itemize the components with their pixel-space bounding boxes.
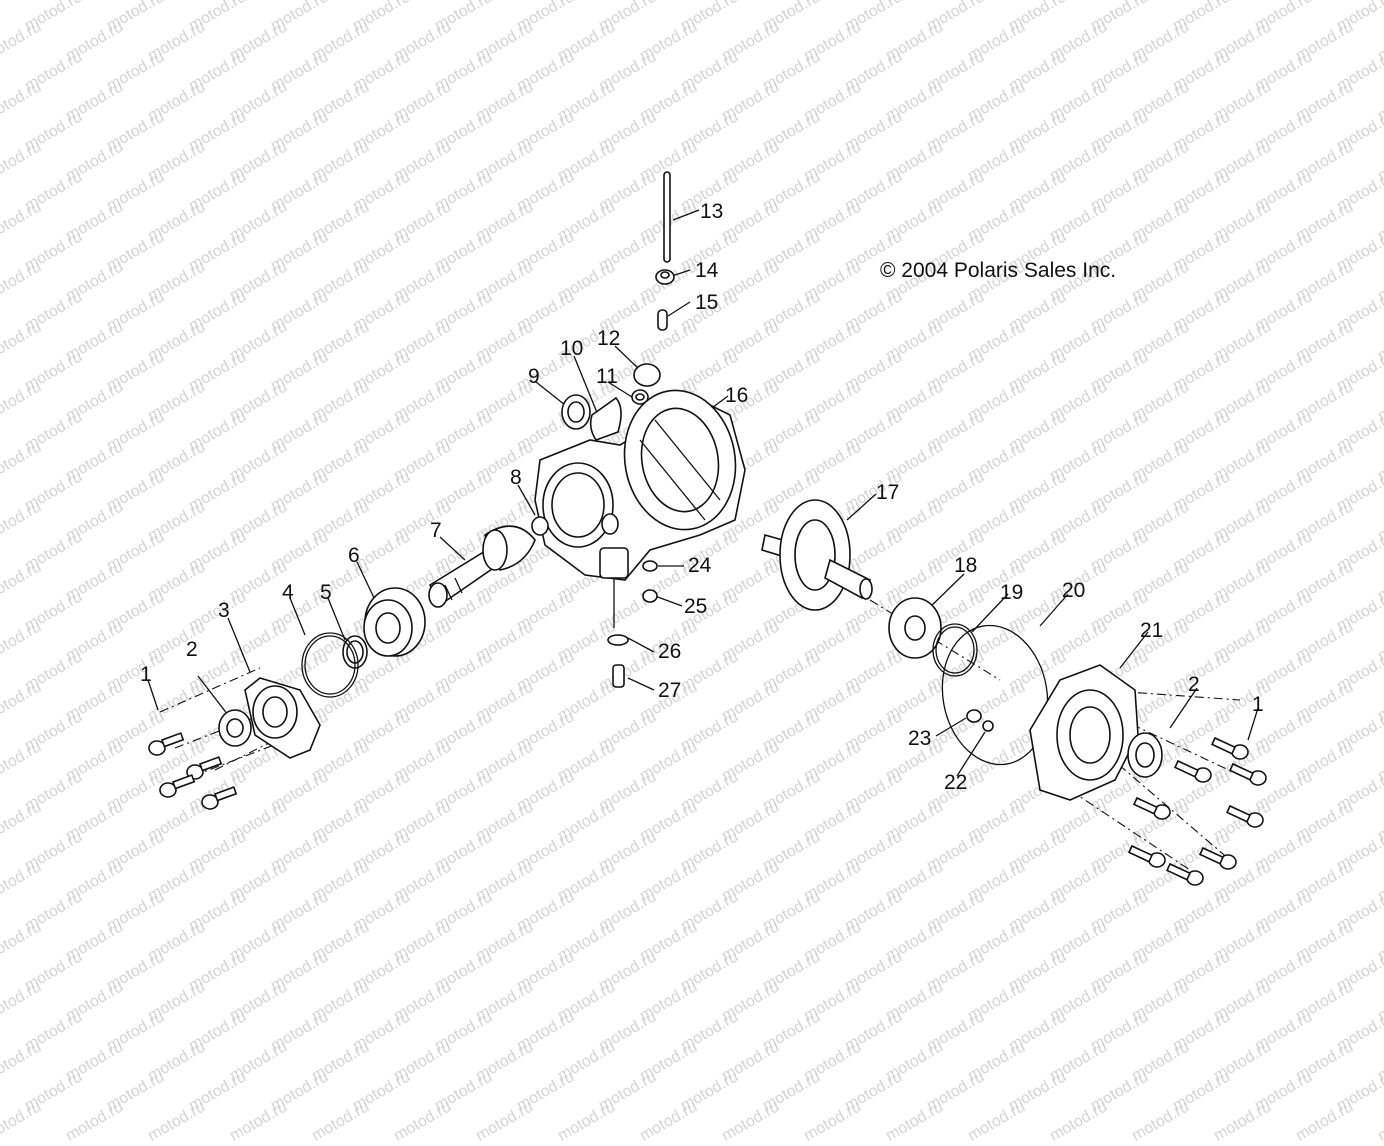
dipstick-rod — [663, 171, 671, 263]
watermark-text: motod.ru — [309, 1098, 373, 1145]
callout-24: 24 — [688, 554, 712, 577]
oil-seal — [561, 394, 622, 441]
breather-plug — [531, 516, 549, 536]
callout-14: 14 — [695, 259, 719, 282]
callout-1-left: 1 — [140, 663, 152, 686]
callout-10: 10 — [560, 337, 584, 360]
callout-13: 13 — [700, 200, 724, 223]
ball-bearing — [363, 587, 426, 657]
callout-4: 4 — [282, 581, 294, 604]
callout-22: 22 — [944, 771, 968, 794]
watermark-text: motod.ru — [0, 1098, 45, 1145]
watermark-text: motod.ru — [63, 1098, 127, 1145]
callout-27: 27 — [658, 679, 682, 702]
ring-gear-shaft — [761, 499, 873, 611]
callout-2-right: 2 — [1188, 673, 1200, 696]
callout-6: 6 — [348, 544, 360, 567]
pin-and-washer — [966, 709, 994, 732]
callout-5: 5 — [320, 581, 332, 604]
o-ring-cover — [941, 624, 1049, 766]
watermark-text: motod.ru — [555, 1098, 619, 1145]
o-ring-large — [301, 632, 359, 698]
callout-16: 16 — [725, 384, 749, 407]
watermark-text: motod.ru — [1375, 1098, 1384, 1145]
callout-11: 11 — [596, 365, 618, 388]
watermark-text: motod.ru — [637, 1098, 701, 1145]
callout-8: 8 — [510, 466, 522, 489]
watermark-text: motod.ru — [801, 1098, 865, 1145]
watermark-text: motod.ru — [227, 1098, 291, 1145]
bolts-right — [1127, 736, 1267, 886]
pinion-shaft — [428, 525, 536, 608]
gear-housing — [534, 389, 746, 581]
callout-18: 18 — [954, 554, 978, 577]
watermark-text: motod.ru — [1129, 1098, 1193, 1145]
callout-25: 25 — [684, 595, 708, 618]
seal-cap — [631, 363, 661, 405]
drain-parts — [607, 560, 658, 688]
watermark-text: motod.ru — [1293, 1098, 1357, 1145]
callout-20: 20 — [1062, 579, 1086, 602]
watermark-text: motod.ru — [1047, 1098, 1111, 1145]
callout-7: 7 — [430, 519, 442, 542]
watermark-text: motod.ru — [473, 1098, 537, 1145]
callout-19: 19 — [1000, 581, 1024, 604]
seal-left — [218, 709, 252, 747]
watermark-text: motod.ru — [883, 1098, 947, 1145]
watermark-text: motod.ru — [0, 1038, 45, 1085]
dowel-pin — [657, 309, 668, 331]
end-cover-right — [1029, 664, 1139, 801]
callout-21: 21 — [1140, 619, 1164, 642]
watermark-text: motod.ru — [391, 1098, 455, 1145]
nut-part — [655, 269, 675, 285]
thrust-washer — [888, 597, 942, 659]
callout-9: 9 — [528, 365, 540, 388]
watermark-text: motod.ru — [965, 1098, 1029, 1145]
end-cover — [244, 677, 321, 759]
o-ring-small — [932, 623, 978, 677]
callout-2-left: 2 — [186, 638, 198, 661]
watermark-text: motod.ru — [145, 1098, 209, 1145]
callout-1-right: 1 — [1252, 693, 1264, 716]
callout-26: 26 — [658, 640, 682, 663]
watermark-text: motod.ru — [719, 1098, 783, 1145]
callout-12: 12 — [597, 327, 621, 350]
callout-23: 23 — [908, 727, 932, 750]
callout-15: 15 — [695, 291, 719, 314]
copyright-notice: © 2004 Polaris Sales Inc. — [880, 259, 1117, 282]
bolts-left — [148, 732, 238, 810]
parts-drawing — [147, 171, 1267, 886]
watermark-text: motod.ru — [1211, 1098, 1275, 1145]
seal-right — [1127, 732, 1163, 778]
callout-17: 17 — [876, 481, 900, 504]
callout-3: 3 — [218, 599, 230, 622]
